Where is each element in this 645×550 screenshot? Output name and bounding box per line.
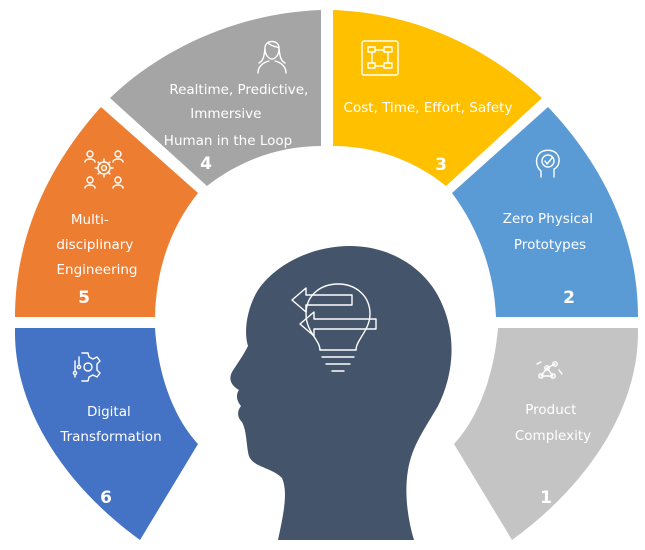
segment-3: Cost, Time, Effort, Safety 3: [333, 10, 542, 186]
human-head-silhouette: [230, 246, 452, 540]
segment-6-label-line-1: Digital: [87, 404, 131, 420]
segment-1-number: 1: [540, 488, 552, 508]
segment-1: Product Complexity 1: [454, 328, 638, 540]
svg-text:Multi- disciplinary: Multi- disciplinary Engineering: [56, 212, 137, 278]
segment-4-label-line-2: Immersive: [190, 106, 261, 122]
segment-5-label-line-2: disciplinary: [56, 237, 133, 253]
head-shape: [230, 246, 452, 540]
segment-5-shape: [15, 107, 198, 317]
complexity-network-icon: [536, 361, 563, 379]
segment-3-label-line-1: Cost, Time, Effort, Safety: [344, 100, 513, 116]
segment-3-shape: [333, 10, 542, 186]
team-gear-icon: [84, 150, 124, 189]
segment-6: Digital Transformation 6: [15, 328, 198, 540]
segment-1-label-line-2: Complexity: [515, 428, 591, 444]
segment-6-shape: [15, 328, 198, 540]
segment-3-number: 3: [435, 155, 447, 175]
segment-4-label-line-1: Realtime, Predictive,: [169, 82, 308, 98]
svg-text:Product Complexity: Product Complexity: [515, 402, 591, 444]
person-icon: [257, 40, 287, 74]
segment-4-label-line-3: Human in the Loop: [164, 133, 292, 149]
segment-6-number: 6: [100, 488, 112, 508]
segment-6-label-line-2: Transformation: [59, 429, 161, 445]
segment-1-shape: [454, 328, 638, 540]
segment-5: Multi- disciplinary Engineering 5: [15, 107, 198, 317]
svg-text:Zero Physical Prototypes: Zero Physical Prototypes: [503, 211, 598, 253]
segment-2-label-line-2: Prototypes: [514, 237, 586, 253]
segment-2-shape: [452, 107, 638, 317]
svg-text:Digital Transformation: Digital Transformation: [59, 404, 161, 445]
segment-4-shape: [110, 10, 321, 186]
segment-4-number: 4: [200, 154, 212, 174]
segment-2: Zero Physical Prototypes 2: [452, 107, 638, 317]
verified-badge-head-icon: [535, 149, 560, 178]
svg-text:Realtime, Predictive, Im: Realtime, Predictive, Immersive Human in…: [164, 82, 313, 149]
flowchart-document-icon: [361, 40, 399, 76]
segment-2-number: 2: [563, 288, 575, 308]
segment-5-label-line-1: Multi-: [71, 212, 109, 228]
segment-1-label-line-1: Product: [525, 402, 576, 418]
segment-5-number: 5: [78, 288, 90, 308]
segment-5-label-line-3: Engineering: [57, 262, 138, 278]
digital-gear-icon: [72, 352, 101, 382]
segment-4: Realtime, Predictive, Immersive Human in…: [110, 10, 321, 186]
svg-text:Cost, Time, Effort, Safety: Cost, Time, Effort, Safety: [344, 100, 513, 116]
lightbulb-arrows-icon: [291, 283, 377, 372]
segment-2-label-line-1: Zero Physical: [503, 211, 593, 227]
